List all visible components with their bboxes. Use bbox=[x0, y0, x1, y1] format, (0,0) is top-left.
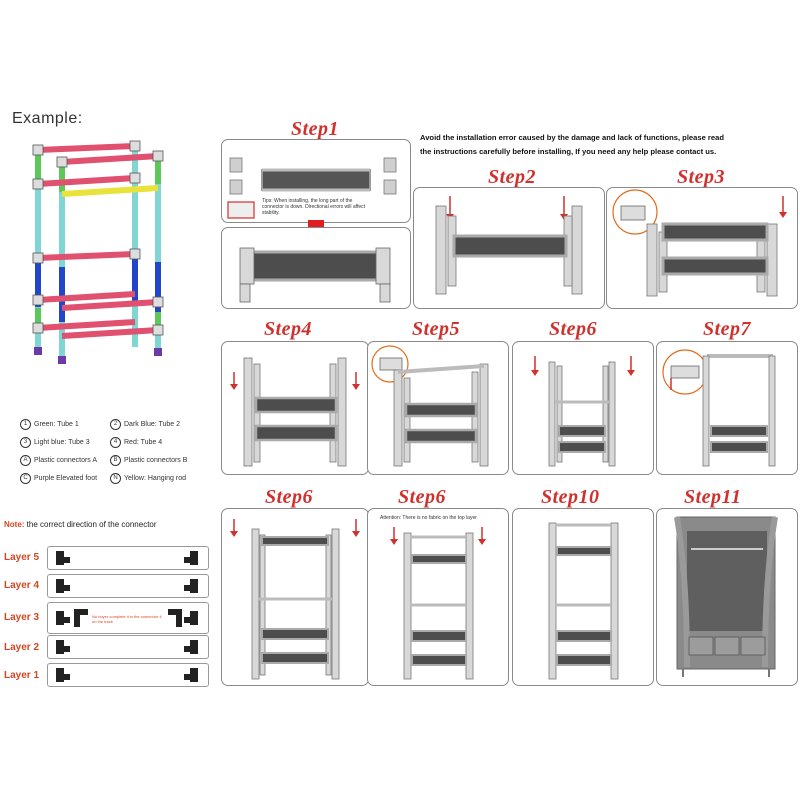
step1-parts-panel: Tips: When installing, the long part of … bbox=[221, 139, 411, 223]
legend-symbol: 4 bbox=[110, 437, 121, 448]
warning-line-1: Avoid the installation error caused by t… bbox=[420, 133, 724, 142]
legend-symbol: B bbox=[110, 455, 121, 466]
connector-note: Note: the correct direction of the conne… bbox=[4, 520, 157, 529]
layer-label: Layer 5 bbox=[4, 552, 40, 563]
layer-connector-box bbox=[47, 663, 209, 687]
note-prefix: Note: bbox=[4, 520, 25, 529]
legend-symbol: C bbox=[20, 473, 31, 484]
step6-panel bbox=[512, 341, 654, 475]
step6-caption: Attention: There is no fabric on the top… bbox=[380, 515, 477, 521]
legend-symbol: A bbox=[20, 455, 31, 466]
layer-label: Layer 3 bbox=[4, 612, 40, 623]
legend-text: Yellow: Hanging rod bbox=[124, 475, 187, 482]
step1-assembled-panel bbox=[221, 227, 411, 309]
layer-connector-box bbox=[47, 574, 209, 598]
step4-title: Step4 bbox=[264, 318, 313, 340]
legend-symbol: N bbox=[110, 473, 121, 484]
layer-label: Layer 1 bbox=[4, 670, 40, 681]
step6-title: Step6 bbox=[549, 318, 598, 340]
step11-title: Step11 bbox=[684, 486, 742, 508]
layer-label: Layer 2 bbox=[4, 642, 40, 653]
step11-panel bbox=[656, 508, 798, 686]
layer-connector-box bbox=[47, 635, 209, 659]
legend-text: Purple Elevated foot bbox=[34, 475, 98, 482]
legend-symbol: 2 bbox=[110, 419, 121, 430]
step6-title: Step6 bbox=[265, 486, 314, 508]
legend-symbol: 3 bbox=[20, 437, 31, 448]
step2-title: Step2 bbox=[488, 166, 537, 188]
step6-full-panel bbox=[221, 508, 369, 686]
step2-panel bbox=[413, 187, 605, 309]
step6-top-panel: Attention: There is no fabric on the top… bbox=[367, 508, 509, 686]
step3-panel bbox=[606, 187, 798, 309]
step6-title: Step6 bbox=[398, 486, 447, 508]
legend-text: Light blue: Tube 3 bbox=[34, 439, 90, 446]
layer3-note: No buyer complete it in the connector 4 … bbox=[92, 614, 162, 624]
legend-text: Dark Blue: Tube 2 bbox=[124, 421, 181, 428]
example-title: Example: bbox=[12, 110, 83, 127]
step1-caption: Tips: When installing, the long part of … bbox=[262, 198, 366, 216]
warning-line-2: the instructions carefully before instal… bbox=[420, 147, 717, 156]
legend-text: Green: Tube 1 bbox=[34, 421, 79, 428]
step10-panel bbox=[512, 508, 654, 686]
legend-symbol: 1 bbox=[20, 419, 31, 430]
step3-title: Step3 bbox=[677, 166, 726, 188]
layer-connector-box bbox=[47, 546, 209, 570]
legend-text: Red: Tube 4 bbox=[124, 439, 163, 446]
legend-text: Plastic connectors B bbox=[124, 457, 188, 464]
step10-title: Step10 bbox=[541, 486, 600, 508]
step5-panel bbox=[367, 341, 509, 475]
note-text: the correct direction of the connector bbox=[24, 520, 157, 529]
layer-label: Layer 4 bbox=[4, 580, 40, 591]
step1-title: Step1 bbox=[291, 118, 340, 140]
step5-title: Step5 bbox=[412, 318, 461, 340]
layer-connector-box: No buyer complete it in the connector 4 … bbox=[47, 602, 209, 634]
step4-panel bbox=[221, 341, 369, 475]
example-rack-diagram bbox=[20, 132, 180, 372]
step7-panel bbox=[656, 341, 798, 475]
legend-text: Plastic connectors A bbox=[34, 457, 98, 464]
step7-title: Step7 bbox=[703, 318, 752, 340]
